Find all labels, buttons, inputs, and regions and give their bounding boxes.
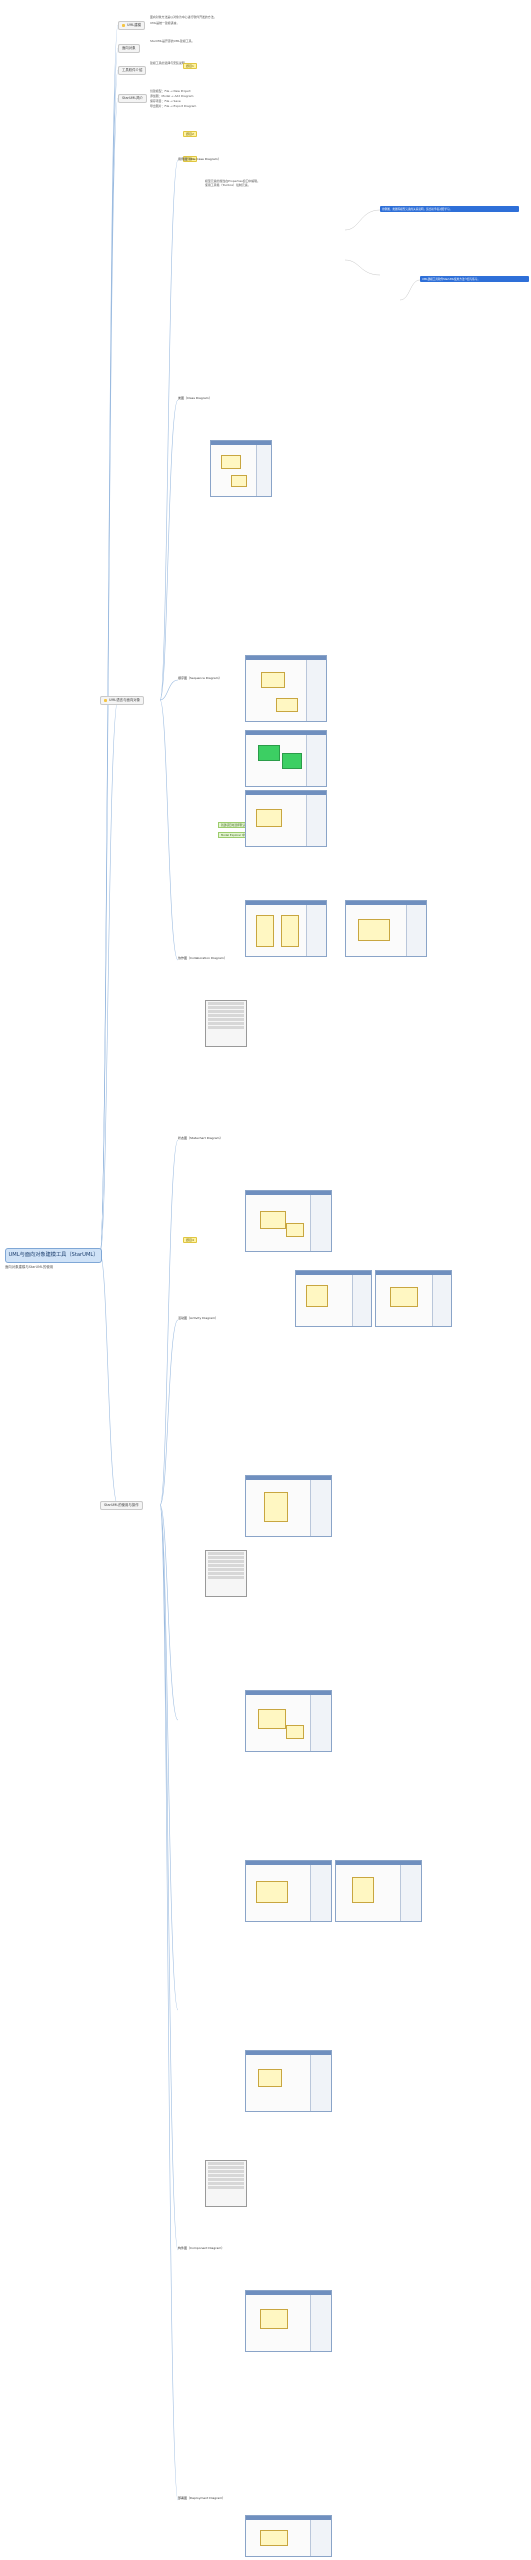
section-usecase[interactable]: 用例图（Use Case Diagram） — [178, 157, 221, 161]
section-component[interactable]: 构件图（Component Diagram） — [178, 2246, 225, 2250]
section-class[interactable]: 类图（Class Diagram） — [178, 396, 212, 400]
screenshot-12 — [245, 1860, 332, 1922]
screenshot-2 — [245, 655, 327, 722]
marker-2: 题目2 — [183, 131, 197, 137]
root-note: 面向对象建模与StarUML的使用 — [5, 1265, 54, 1269]
leaf-top1: 面向对象方法是以对象为中心进行软件开发的方法。 — [150, 15, 217, 19]
marker-4: 题目4 — [183, 1237, 197, 1243]
section-deploy[interactable]: 部署图（Deployment Diagram） — [178, 2496, 226, 2500]
context-menu-3 — [205, 2160, 247, 2207]
node-intro-c[interactable]: 工具软件介绍 — [118, 66, 147, 75]
leaf-mid2: 添加图：Model → Add Diagram — [150, 94, 194, 98]
screenshot-3 — [245, 730, 327, 787]
leaf-bottom1: 模型元素的属性在Properties窗口中编辑。 — [205, 179, 261, 183]
screenshot-15 — [245, 2290, 332, 2352]
leaf-top2: UML是统一建模语言。 — [150, 21, 180, 25]
node-lecture[interactable]: UML语言与面向对象 — [100, 696, 145, 705]
section-collab[interactable]: 协作图（Collaboration Diagram） — [178, 956, 227, 960]
screenshot-8 — [295, 1270, 372, 1327]
node-intro-a[interactable]: UML建模 — [118, 21, 146, 30]
node-practice[interactable]: StarUML的使用与操作 — [100, 1501, 143, 1510]
screenshot-7 — [245, 1190, 332, 1252]
flag-icon — [104, 698, 107, 702]
node-label: StarUML简介 — [122, 96, 144, 100]
screenshot-4 — [245, 790, 327, 847]
screenshot-5 — [245, 900, 327, 957]
section-state[interactable]: 状态图（Statechart Diagram） — [178, 1136, 223, 1140]
marker-3: 题目3 — [183, 156, 197, 162]
screenshot-16 — [245, 2515, 332, 2557]
screenshot-11 — [245, 1690, 332, 1752]
leaf-top3: StarUML是开源的UML建模工具。 — [150, 39, 195, 43]
screenshot-14 — [245, 2050, 332, 2112]
node-label: 工具软件介绍 — [122, 68, 143, 72]
screenshot-10 — [245, 1475, 332, 1537]
marker-1: 题目1 — [183, 63, 197, 69]
screenshot-1 — [210, 440, 272, 497]
screenshot-9 — [375, 1270, 452, 1327]
node-intro-b[interactable]: 面向对象 — [118, 44, 140, 53]
leaf-top4: 建模工具的选择与安装说明。 — [150, 61, 188, 65]
screenshot-6 — [345, 900, 427, 957]
node-label: StarUML的使用与操作 — [104, 1503, 139, 1507]
text-block-1: 模型元素的属性在Properties窗口中编辑。 使用工具箱（Toolbox）绘… — [205, 179, 345, 187]
blue-note-1: 用例图、类图等模型元素的关系说明，适合初学者对照学习。 — [380, 206, 519, 212]
section-sequence[interactable]: 顺序图（Sequence Diagram） — [178, 676, 222, 680]
node-label: UML建模 — [127, 23, 142, 27]
node-label: 面向对象 — [122, 46, 136, 50]
section-activity[interactable]: 活动图（Activity Diagram） — [178, 1316, 219, 1320]
flag-icon — [122, 23, 125, 27]
blue-note-2: UML建模工具软件StarUML使用方法介绍与练习。 — [420, 276, 529, 282]
context-menu-1 — [205, 1000, 247, 1047]
screenshot-13 — [335, 1860, 422, 1922]
node-tool[interactable]: StarUML简介 — [118, 94, 148, 103]
leaf-mid4: 导出图片：File → Export Diagram — [150, 104, 197, 108]
node-label: UML语言与面向对象 — [109, 698, 141, 702]
context-menu-2 — [205, 1550, 247, 1597]
leaf-bottom2: 使用工具箱（Toolbox）绘制元素。 — [205, 182, 251, 187]
leaf-mid3: 保存项目：File → Save — [150, 99, 181, 103]
leaf-mid1: 创建模型：File → New Project — [150, 89, 191, 93]
root-node[interactable]: UML与面向对象建模工具（StarUML） — [5, 1248, 102, 1263]
